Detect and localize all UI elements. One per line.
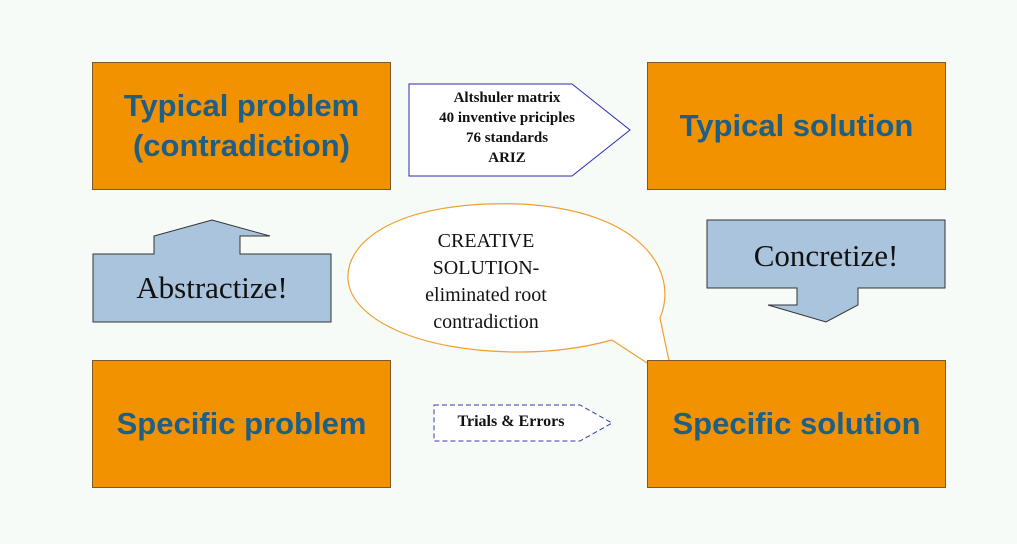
callout-line: eliminated root [425, 284, 547, 306]
typical-solution-box: Typical solution [647, 62, 946, 190]
creative-callout [347, 203, 674, 382]
tools-arrow [408, 83, 631, 177]
typical-problem-box: Typical problem (contradiction) [92, 62, 391, 190]
typical-problem-label: Typical problem (contradiction) [123, 88, 360, 163]
specific-solution-box: Specific solution [647, 360, 946, 488]
concretize-label: Concretize! [753, 238, 899, 273]
specific-problem-label: Specific problem [116, 406, 367, 441]
callout-line: SOLUTION- [432, 257, 540, 279]
tools-item: Altshuler matrix [453, 90, 561, 106]
tools-item: ARIZ [488, 150, 526, 166]
abstractize-arrow [92, 219, 332, 323]
typical-solution-label: Typical solution [679, 108, 914, 143]
tools-list: Altshuler matrix 40 inventive priciples … [411, 88, 603, 168]
callout-line: contradiction [433, 311, 539, 333]
trials-label: Trials & Errors [457, 413, 565, 430]
abstractize-label: Abstractize! [136, 270, 288, 305]
trials-arrow [433, 404, 614, 442]
specific-problem-box: Specific problem [92, 360, 391, 488]
tools-item: 76 standards [465, 130, 549, 146]
specific-solution-label: Specific solution [672, 406, 921, 441]
tools-item: 40 inventive priciples [439, 110, 575, 126]
creative-solution-text: CREATIVE SOLUTION- eliminated root contr… [400, 228, 572, 336]
callout-line: CREATIVE [437, 230, 535, 252]
concretize-arrow [706, 219, 946, 323]
